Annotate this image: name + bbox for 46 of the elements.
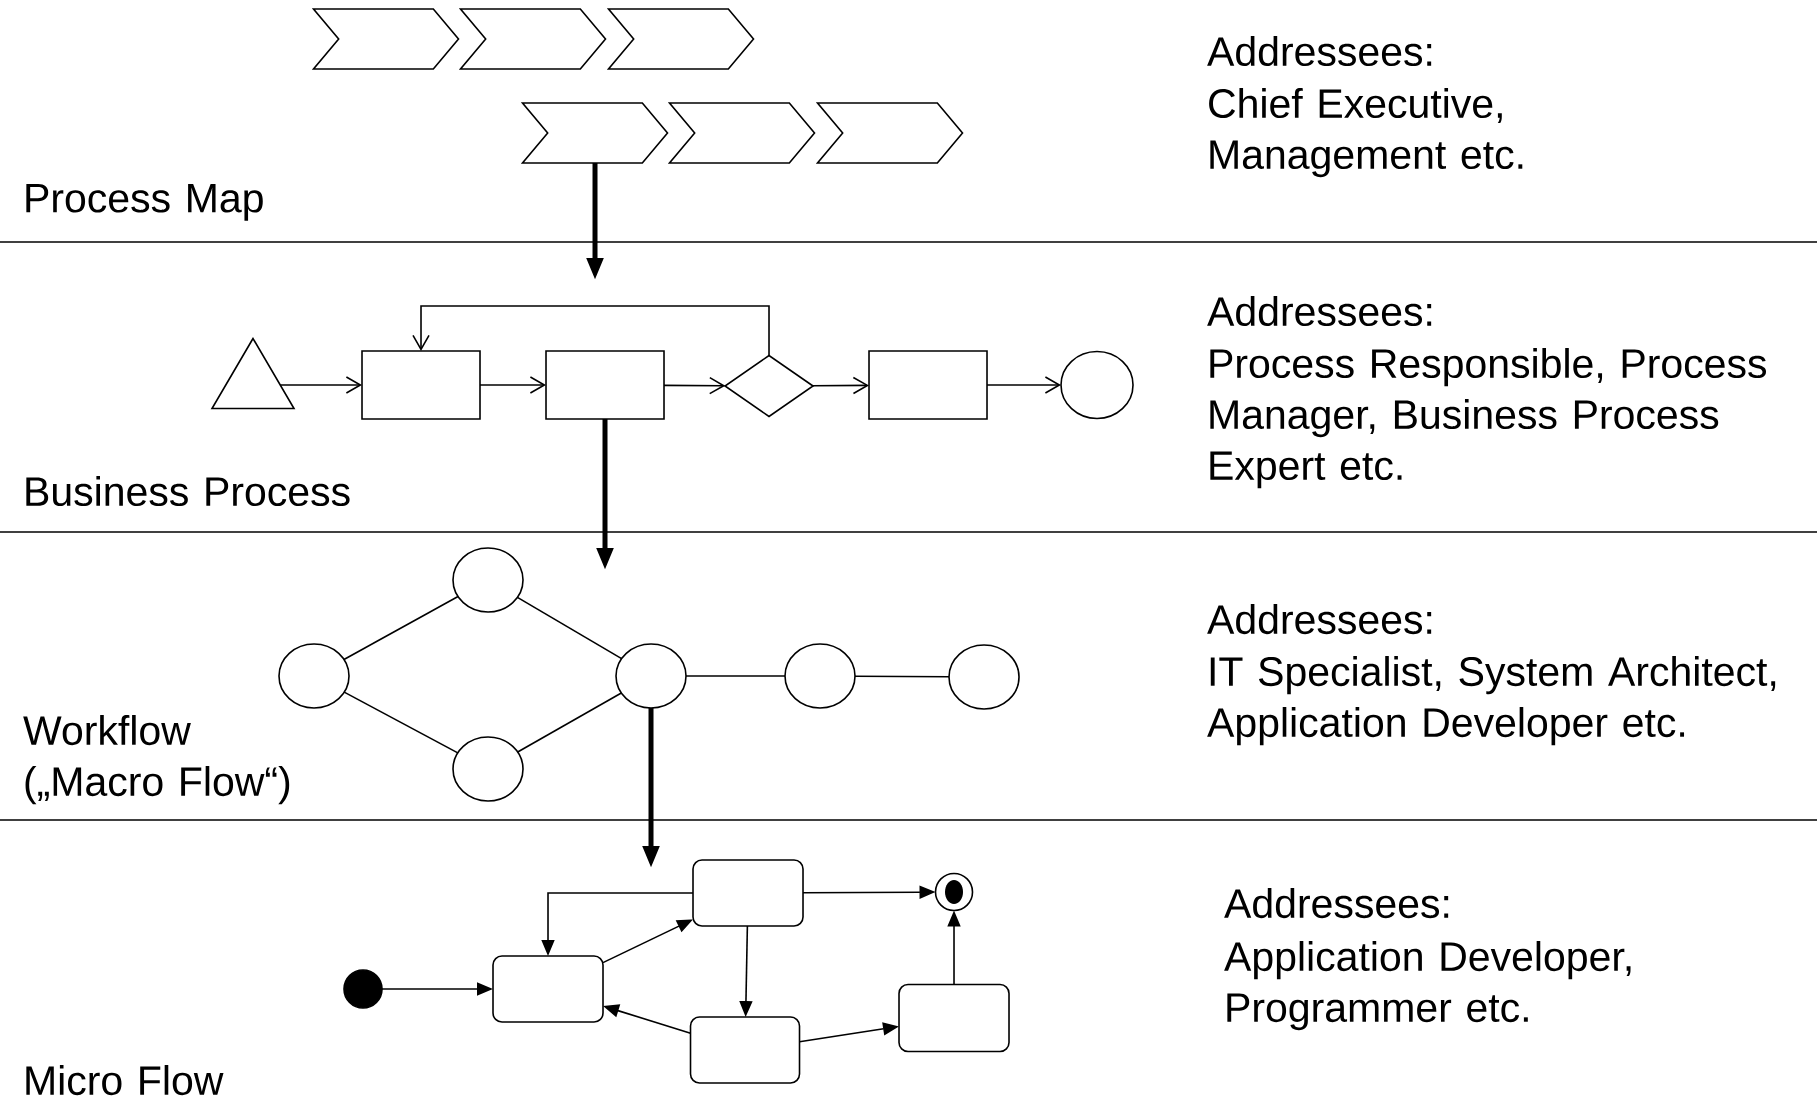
- audience-heading: Addressees:: [1207, 296, 1432, 327]
- connector-line: [854, 675, 950, 678]
- arrow: [986, 376, 1061, 394]
- chevron-shape: [311, 8, 460, 70]
- chevron-shape: [815, 102, 964, 164]
- circle-node: [784, 643, 856, 709]
- audience-text: Application Developer, Programmer etc.: [1224, 941, 1631, 1031]
- initial-dot: [343, 969, 383, 1009]
- connector-line: [516, 596, 623, 660]
- circle-node: [278, 643, 350, 709]
- audience-heading: Addressees:: [1207, 36, 1432, 67]
- arrow: [811, 376, 869, 395]
- circle-node: [615, 643, 687, 709]
- circle-node: [948, 644, 1020, 710]
- audience-text: Chief Executive, Management etc.: [1209, 88, 1523, 178]
- audience-text: IT Specialist, System Architect, Application Developer etc.: [1207, 656, 1776, 746]
- connector-line: [343, 691, 459, 754]
- circle-node: [452, 547, 524, 613]
- audience-heading: Addressees:: [1224, 888, 1449, 919]
- state-box: [492, 955, 604, 1023]
- connector-line: [516, 692, 623, 753]
- chevron-shape: [520, 102, 669, 164]
- level-label: Business Process: [26, 476, 350, 507]
- arrow: [412, 305, 770, 357]
- level-label: Workflow („Macro Flow“): [23, 715, 290, 805]
- level-label: Micro Flow: [26, 1065, 224, 1096]
- final-state: [934, 872, 974, 912]
- process-box: [545, 350, 665, 420]
- audience-heading: Addressees:: [1207, 604, 1432, 635]
- connector-line: [685, 675, 786, 677]
- circle-node: [1060, 350, 1134, 420]
- circle-node: [452, 736, 524, 802]
- arrow: [663, 376, 726, 395]
- state-box: [898, 983, 1010, 1053]
- arrow: [479, 376, 546, 394]
- process-box: [361, 350, 481, 420]
- audience-text: Process Responsible, Process Manager, Business Process Expert etc.: [1210, 348, 1766, 489]
- state-box: [692, 859, 804, 927]
- connector-line: [343, 595, 459, 661]
- chevron-shape: [606, 8, 755, 70]
- level-label: Process Map: [26, 184, 263, 221]
- chevron-shape: [458, 8, 607, 70]
- arrow: [279, 376, 362, 394]
- chevron-shape: [667, 102, 816, 164]
- process-box: [868, 350, 988, 420]
- state-box: [689, 1016, 801, 1084]
